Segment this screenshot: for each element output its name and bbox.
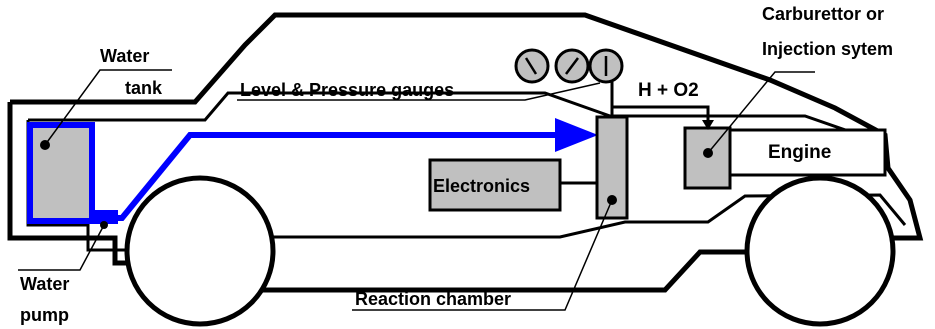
gauge-3 (588, 48, 624, 84)
engine-box (728, 128, 887, 177)
water-tank-label-1: Water (100, 46, 149, 66)
h-o2-label: H + O2 (638, 80, 699, 101)
gauges-label: Level & Pressure gauges (240, 80, 454, 100)
water-pump-label-1: Water (20, 274, 69, 294)
water-pump (92, 210, 118, 224)
carburettor-label-2: Injection sytem (762, 39, 893, 59)
water-tank (27, 122, 95, 224)
electronics-box (428, 158, 562, 212)
reaction-chamber-leader (352, 199, 613, 311)
carburettor-leader (707, 71, 815, 154)
engine-label: Engine (768, 142, 831, 163)
water-pump-leader (18, 224, 105, 271)
front-wheel (744, 175, 896, 327)
car-chassis-line (260, 193, 907, 239)
h-o2-pipe-arrowhead (702, 120, 714, 130)
gauges-leader (237, 82, 601, 101)
water-pump-label-2: pump (20, 305, 69, 325)
carburettor-box (683, 126, 732, 190)
water-line-arrowhead (555, 118, 598, 152)
gauge-2 (554, 48, 590, 84)
carburettor-label-1: Carburettor or (762, 4, 884, 24)
gauge-1 (514, 48, 550, 84)
electronics-label: Electronics (433, 176, 530, 196)
reaction-chamber-label: Reaction chamber (355, 289, 511, 309)
rear-wheel (124, 175, 276, 327)
water-tank-leader (44, 69, 172, 146)
water-tank-label-2: tank (125, 78, 163, 98)
